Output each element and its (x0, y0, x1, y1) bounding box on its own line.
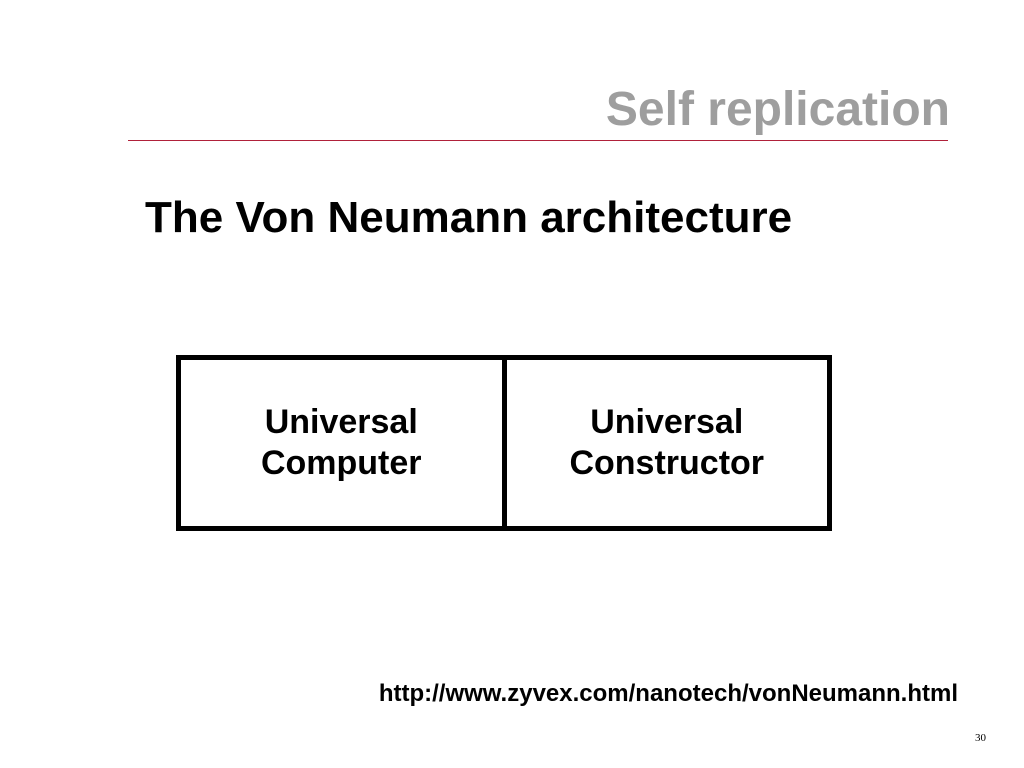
slide-title: Self replication (605, 83, 950, 136)
universal-constructor-box: Universal Constructor (569, 403, 765, 482)
slide-heading: The Von Neumann architecture (145, 193, 793, 242)
source-link[interactable]: http://www.zyvex.com/nanotech/vonNeumann… (378, 680, 958, 707)
universal-computer-box: Universal Computer (181, 360, 507, 526)
page-number: 30 (975, 732, 986, 744)
von-neumann-diagram: Universal Computer Universal Constructor (176, 355, 832, 531)
title-divider (128, 140, 948, 141)
